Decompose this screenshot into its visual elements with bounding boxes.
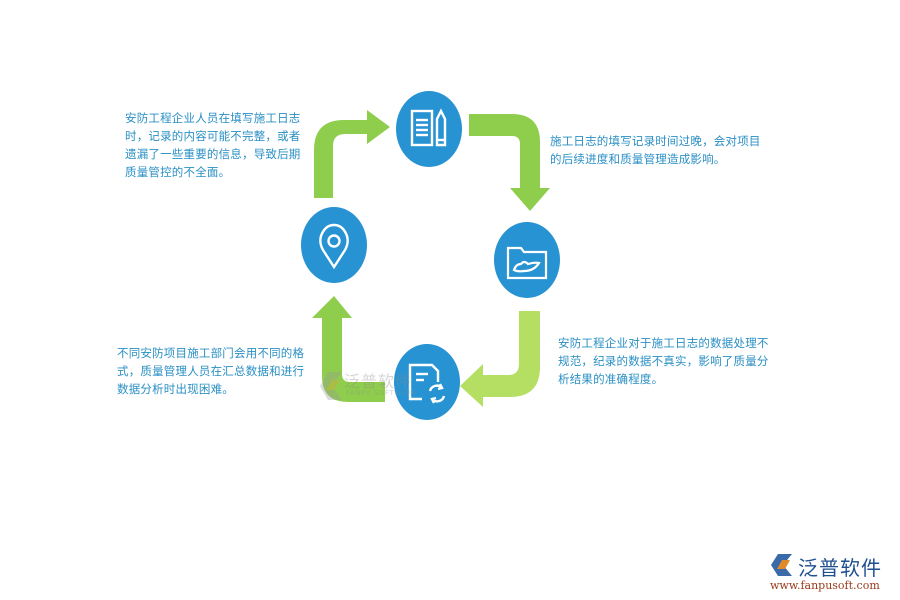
arrow-top-to-right xyxy=(469,114,550,211)
node-top xyxy=(396,91,462,167)
document-refresh-icon xyxy=(408,363,446,404)
watermark-logo-icon xyxy=(320,372,342,400)
folder-image-icon xyxy=(506,246,548,280)
brand-logo-icon xyxy=(771,554,792,576)
brand-name: 泛普软件 xyxy=(798,556,882,580)
brand-url: www.fanpusoft.com xyxy=(770,579,880,592)
watermark: 泛普软件 FANPU SOFTWARE xyxy=(318,368,418,408)
desc-top-left: 安防工程企业人员在填写施工日志时，记录的内容可能不完整，或者遗漏了一些重要的信息… xyxy=(125,111,301,179)
desc-bottom-right: 安防工程企业对于施工日志的数据处理不规范，纪录的数据不真实，影响了质量分析结果的… xyxy=(558,336,769,386)
node-right xyxy=(494,222,560,298)
brand-logo: 泛普软件 www.fanpusoft.com xyxy=(770,552,895,597)
arrow-left-to-top xyxy=(314,110,390,198)
desc-top-right: 施工日志的填写记录时间过晚，会对项目的后续进度和质量管理造成影响。 xyxy=(550,134,761,166)
location-pin-icon xyxy=(319,223,349,270)
watermark-sub: FANPU SOFTWARE xyxy=(346,389,417,397)
arrow-right-to-bottom xyxy=(460,311,540,407)
watermark-name: 泛普软件 xyxy=(344,372,413,391)
node-bottom xyxy=(394,344,460,420)
desc-bottom-left: 不同安防项目施工部门会用不同的格式，质量管理人员在汇总数据和进行数据分析时出现困… xyxy=(117,346,305,396)
node-left xyxy=(301,207,367,283)
document-pencil-icon xyxy=(410,108,447,147)
arrow-bottom-to-left xyxy=(312,296,385,402)
